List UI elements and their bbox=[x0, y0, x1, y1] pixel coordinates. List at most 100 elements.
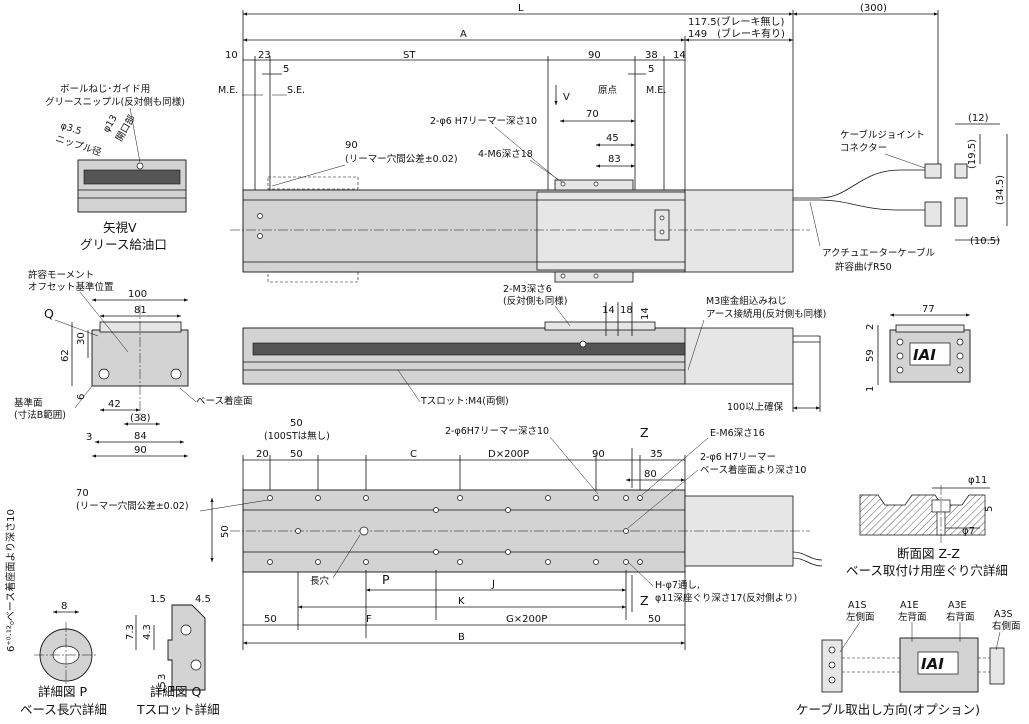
note-moment-2: オフセット基準位置 bbox=[28, 281, 114, 293]
cable-a3s-label: 右側面 bbox=[992, 620, 1021, 632]
note-m3-insert-2: アース接続用(反対側も同様) bbox=[706, 308, 826, 320]
note-actuator-cable-1: アクチュエーターケーブル bbox=[822, 247, 935, 259]
top-view-motor bbox=[684, 189, 794, 273]
dim-90-bottom: 90 bbox=[592, 449, 605, 460]
label-q: Q bbox=[44, 306, 54, 321]
note-moment-1: 許容モーメント bbox=[28, 269, 94, 281]
note-m3-2: (反対側も同様) bbox=[503, 295, 567, 307]
dim-42: 42 bbox=[108, 399, 121, 410]
side-view: 2-M3深さ6 (反対側も同様) 14 18 14 M3座金組込みねじ アース接… bbox=[242, 284, 826, 413]
note-grease-1: ボールねじ･ガイド用 bbox=[60, 84, 150, 95]
dim-35: 35 bbox=[650, 449, 663, 460]
dim-18-side: 18 bbox=[620, 305, 633, 316]
dim-19-5: (19.5) bbox=[967, 139, 978, 169]
dim-10: 10 bbox=[225, 50, 238, 61]
bottom-holes bbox=[267, 495, 643, 565]
dim-5-section: 5 bbox=[984, 506, 995, 512]
right-end-logo: IAI bbox=[913, 346, 936, 364]
dim-20: 20 bbox=[256, 449, 269, 460]
cable-a1e-code: A1E bbox=[900, 600, 919, 611]
cable-option: IAI A1S 左側面 A1E 左背面 A3E 右背面 A3S 右側面 ケーブル… bbox=[796, 600, 1021, 717]
top-view: L (300) A 117.5(ブレーキ無し) 149 (ブレーキ有り) 10 … bbox=[218, 3, 1008, 283]
dim-phi11: φ11 bbox=[968, 475, 987, 486]
section-zz-caption-2: ベース取付け用座ぐり穴詳細 bbox=[846, 563, 1008, 578]
dim-117-5: 117.5(ブレーキ無し) bbox=[688, 15, 785, 28]
dim-4-5: 4.5 bbox=[195, 594, 211, 605]
dim-15: 15 bbox=[157, 681, 168, 694]
dim-84: 84 bbox=[134, 431, 147, 442]
dim-59: 59 bbox=[865, 349, 876, 362]
dim-Gx200P: G×200P bbox=[506, 614, 547, 625]
dim-3-q: 3 bbox=[157, 674, 168, 680]
dim-38: (38) bbox=[130, 413, 151, 424]
detail-q-caption-1: 詳細図 Q bbox=[150, 684, 201, 699]
cable-a3e-label: 右背面 bbox=[946, 611, 975, 623]
cable-a3e-code: A3E bbox=[948, 600, 967, 611]
detail-p-caption-2: ベース長穴詳細 bbox=[20, 702, 107, 717]
dim-30: 30 bbox=[76, 332, 87, 345]
note-reamer-top: 2-φ6 H7リーマー深さ10 bbox=[430, 116, 537, 127]
dim-ST: ST bbox=[403, 50, 416, 61]
view-v-caption-1: 矢視V bbox=[103, 220, 137, 235]
dim-81: 81 bbox=[134, 305, 147, 316]
label-p: P bbox=[382, 572, 390, 587]
dim-F: F bbox=[366, 614, 372, 625]
cable-option-caption: ケーブル取出し方向(オプション) bbox=[796, 702, 980, 717]
note-100: 100以上確保 bbox=[727, 401, 784, 413]
note-ref-2: (寸法B範囲) bbox=[14, 409, 66, 421]
dim-1: 1 bbox=[865, 386, 876, 392]
note-m3-1: 2-M3深さ6 bbox=[503, 284, 552, 295]
label-origin: 原点 bbox=[598, 85, 618, 96]
dim-100st: (100STは無し) bbox=[264, 430, 330, 442]
label-z-top: Z bbox=[640, 425, 649, 440]
section-zz-caption-1: 断面図 Z-Z bbox=[897, 546, 960, 561]
dim-70: 70 bbox=[586, 109, 599, 120]
detail-p: 6⁺⁰·¹²₀ベース着座面より深さ10 8 詳細図 P ベース長穴詳細 bbox=[4, 509, 107, 717]
dim-J: J bbox=[491, 579, 495, 590]
dim-50d: 50 bbox=[648, 614, 661, 625]
note-actuator-cable-2: 許容曲げR50 bbox=[835, 261, 892, 273]
dim-L: L bbox=[518, 3, 524, 14]
dim-50-top: 50 bbox=[290, 418, 303, 429]
dim-10-5: (10.5) bbox=[970, 236, 1000, 247]
view-v-caption-2: グリース給油口 bbox=[80, 237, 167, 252]
dim-3: 3 bbox=[86, 432, 92, 443]
dim-8: 8 bbox=[61, 601, 67, 612]
dim-K: K bbox=[458, 596, 465, 607]
dim-80: 80 bbox=[644, 469, 657, 480]
dim-A: A bbox=[460, 29, 467, 40]
dim-5-right: 5 bbox=[648, 64, 654, 75]
note-90-top: 90 bbox=[345, 140, 358, 151]
dim-14v-side: 14 bbox=[640, 307, 651, 320]
cable-a1s-code: A1S bbox=[848, 600, 867, 611]
end-view: 許容モーメント オフセット基準位置 100 81 Q 30 62 6 基準面 (… bbox=[14, 269, 253, 458]
dim-100: 100 bbox=[128, 289, 147, 300]
label-se: S.E. bbox=[287, 85, 305, 96]
dim-50v: 50 bbox=[220, 525, 231, 538]
dim-4-3: 4.3 bbox=[142, 624, 153, 640]
note-grease-2: グリースニップル(反対側も同様) bbox=[45, 96, 185, 108]
note-tslot: Tスロット:M4(両側) bbox=[420, 395, 509, 407]
dim-Dx200P: D×200P bbox=[488, 449, 529, 460]
dim-83: 83 bbox=[608, 154, 621, 165]
dim-45: 45 bbox=[606, 133, 619, 144]
dim-phi7: φ7 bbox=[962, 526, 975, 537]
cable-a1s-label: 左側面 bbox=[846, 611, 875, 623]
bottom-view: 50 (100STは無し) 20 50 C D×200P 90 35 80 2-… bbox=[76, 418, 823, 650]
dim-6: 6 bbox=[76, 394, 87, 400]
right-end-view: IAI 77 2 59 1 bbox=[865, 304, 971, 392]
dim-7-3: 7.3 bbox=[125, 624, 136, 640]
dim-C: C bbox=[410, 449, 417, 460]
dim-14: 14 bbox=[673, 50, 686, 61]
dim-B: B bbox=[458, 632, 465, 643]
label-slot: 長穴 bbox=[310, 575, 330, 587]
note-h-1: H-φ7通し, bbox=[655, 580, 700, 591]
cable-option-logo: IAI bbox=[921, 655, 944, 673]
note-m6-top: 4-M6深さ18 bbox=[478, 149, 533, 160]
label-z-bottom: Z bbox=[640, 593, 649, 608]
note-90-tol-top: (リーマー穴間公差±0.02) bbox=[345, 153, 458, 165]
note-base-mount: ベース着座面 bbox=[196, 395, 253, 407]
note-ref-1: 基準面 bbox=[14, 397, 43, 409]
